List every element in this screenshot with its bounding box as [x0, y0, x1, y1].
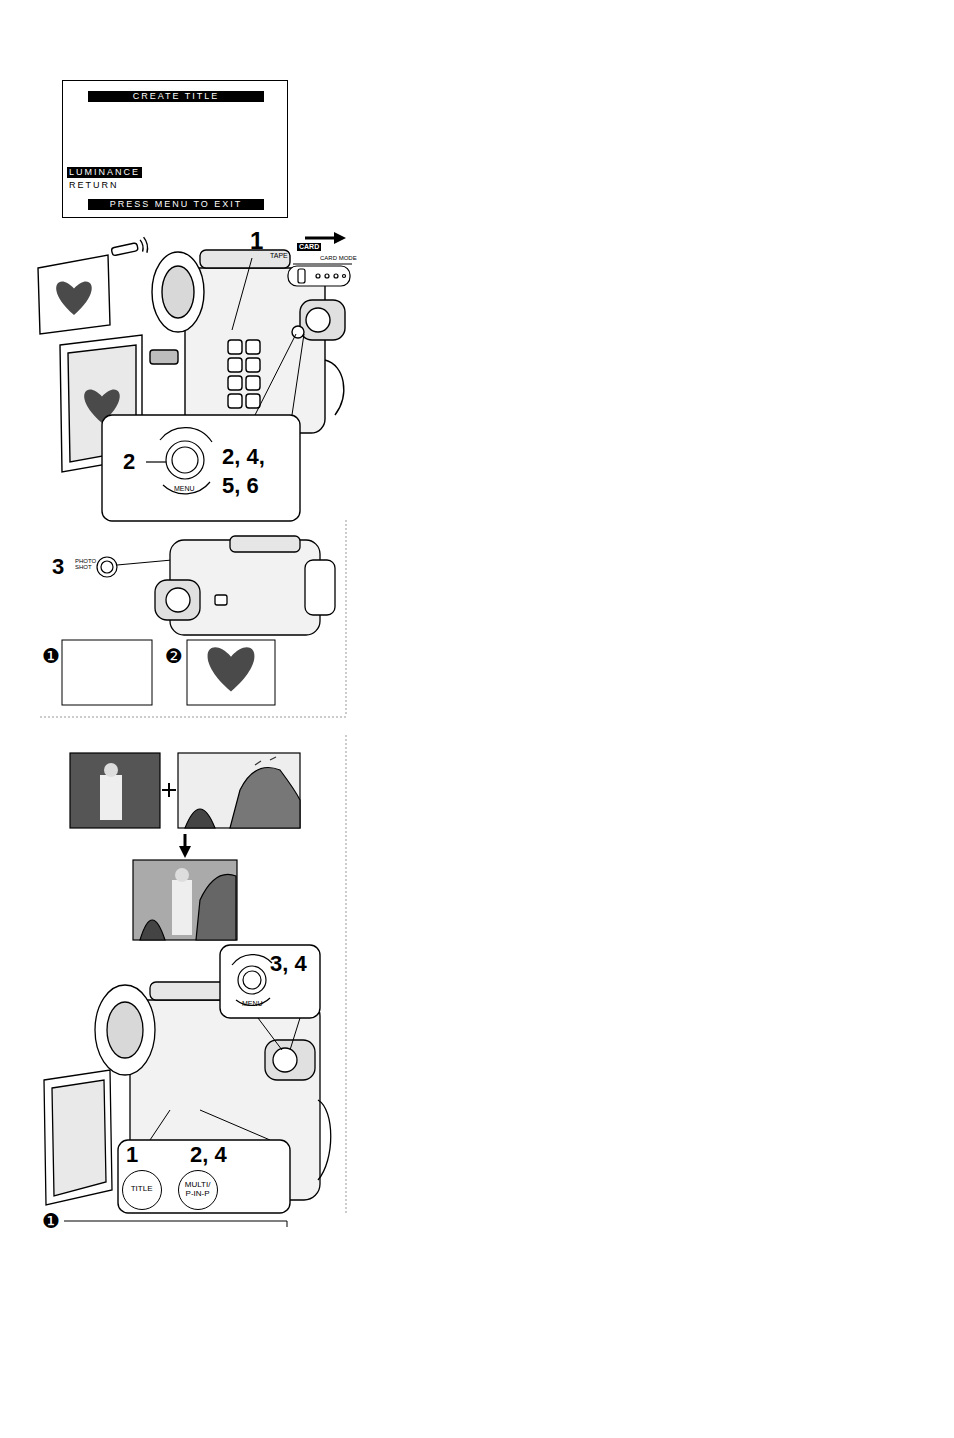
dial-name: MENU: [174, 485, 195, 493]
multi-button: MULTI/ P-IN-P: [178, 1170, 218, 1210]
title-button: TITLE: [122, 1170, 162, 1210]
menu-item: RETURN: [67, 180, 121, 191]
callout-number: 2: [123, 450, 135, 474]
callout-number: 2, 4, 5, 6: [222, 443, 276, 500]
camera-top: [155, 536, 335, 635]
menu-screen: CREATE TITLE LUMINANCE RETURN PRESS MENU TO…: [62, 80, 288, 218]
figure-number: ❶: [42, 1210, 60, 1232]
note-rule: [64, 1221, 287, 1227]
figure-number: ❶: [42, 645, 60, 667]
callout-number: 3, 4: [270, 952, 307, 976]
button-name: PHOTO SHOT: [75, 558, 97, 570]
switch-position: TAPE: [270, 252, 288, 260]
dial-name: MENU: [242, 1000, 263, 1008]
figure-number: ❷: [165, 645, 183, 667]
button-label: MULTI/ P-IN-P: [183, 1181, 213, 1198]
callout-number: 1: [250, 228, 263, 254]
menu-title: CREATE TITLE: [88, 91, 264, 102]
callout-number: 1: [126, 1143, 138, 1167]
switch-position: CARD: [297, 243, 321, 251]
callout-number: 3: [52, 555, 64, 579]
photo-shot-button: [97, 557, 117, 577]
switch-name: CARD MODE: [320, 255, 357, 262]
menu-footer: PRESS MENU TO EXIT: [88, 199, 264, 210]
button-label: TITLE: [127, 1185, 157, 1193]
menu-item-selected: LUMINANCE: [67, 167, 142, 178]
mode-switch: [288, 264, 352, 286]
menu-dial: [146, 428, 212, 494]
picture-in-picture-images: [70, 753, 300, 940]
callout-number: 2, 4: [190, 1143, 227, 1167]
menu-dial: [232, 955, 272, 1006]
plus-sign: [162, 783, 176, 797]
